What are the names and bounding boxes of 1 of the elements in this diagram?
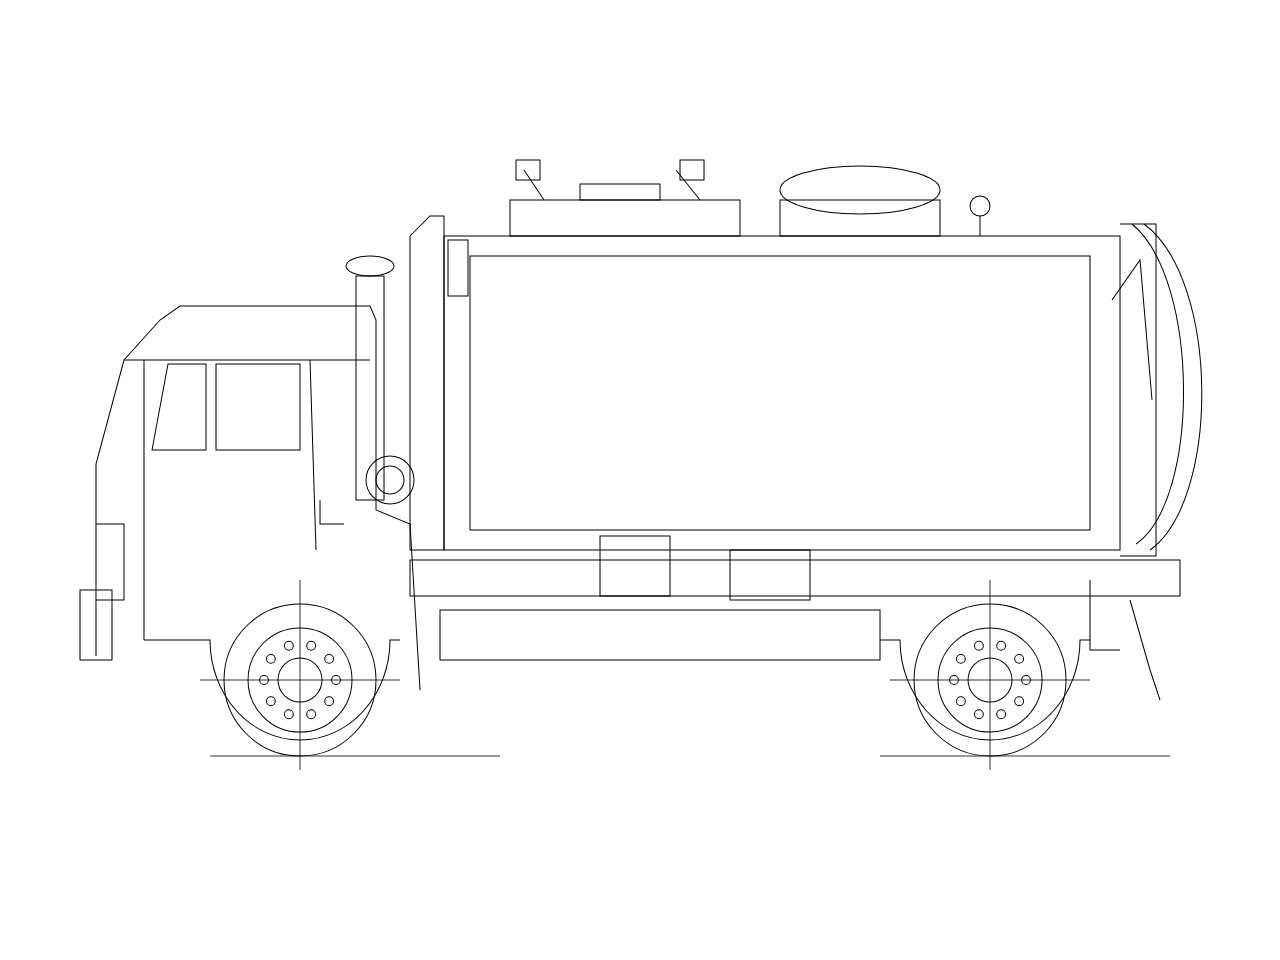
truck-drawing: [79, 159, 1203, 771]
